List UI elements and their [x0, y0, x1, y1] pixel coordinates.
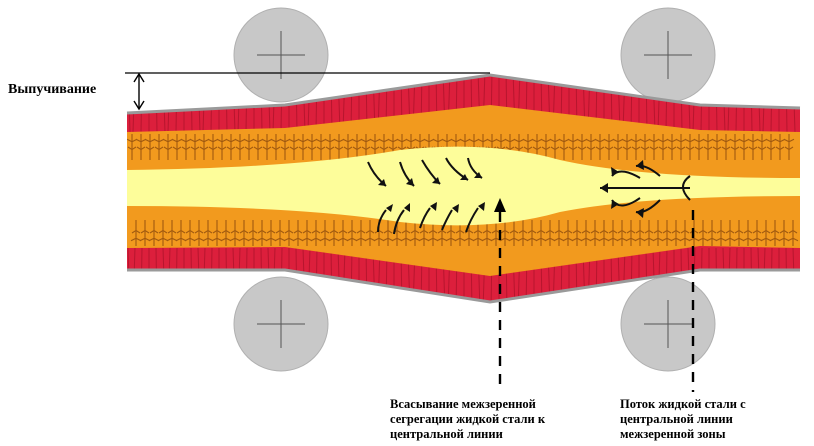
suction-label-line-3: центральной линии [390, 427, 600, 442]
roll-bottom-right-icon [621, 277, 715, 371]
roll-bottom-left-icon [234, 277, 328, 371]
flow-label: Поток жидкой стали с центральной линии м… [620, 397, 810, 442]
roll-top-right-icon [621, 8, 715, 102]
bulging-label: Выпучивание [8, 82, 96, 97]
flow-label-line-1: Поток жидкой стали с [620, 397, 810, 412]
roll-top-left-icon [234, 8, 328, 102]
suction-label: Всасывание межзеренной сегрегации жидкой… [390, 397, 600, 442]
suction-label-line-1: Всасывание межзеренной [390, 397, 600, 412]
steel-slab [120, 70, 810, 310]
flow-label-line-3: межзеренной зоны [620, 427, 810, 442]
suction-label-line-2: сегрегации жидкой стали к [390, 412, 600, 427]
flow-label-line-2: центральной линии [620, 412, 810, 427]
